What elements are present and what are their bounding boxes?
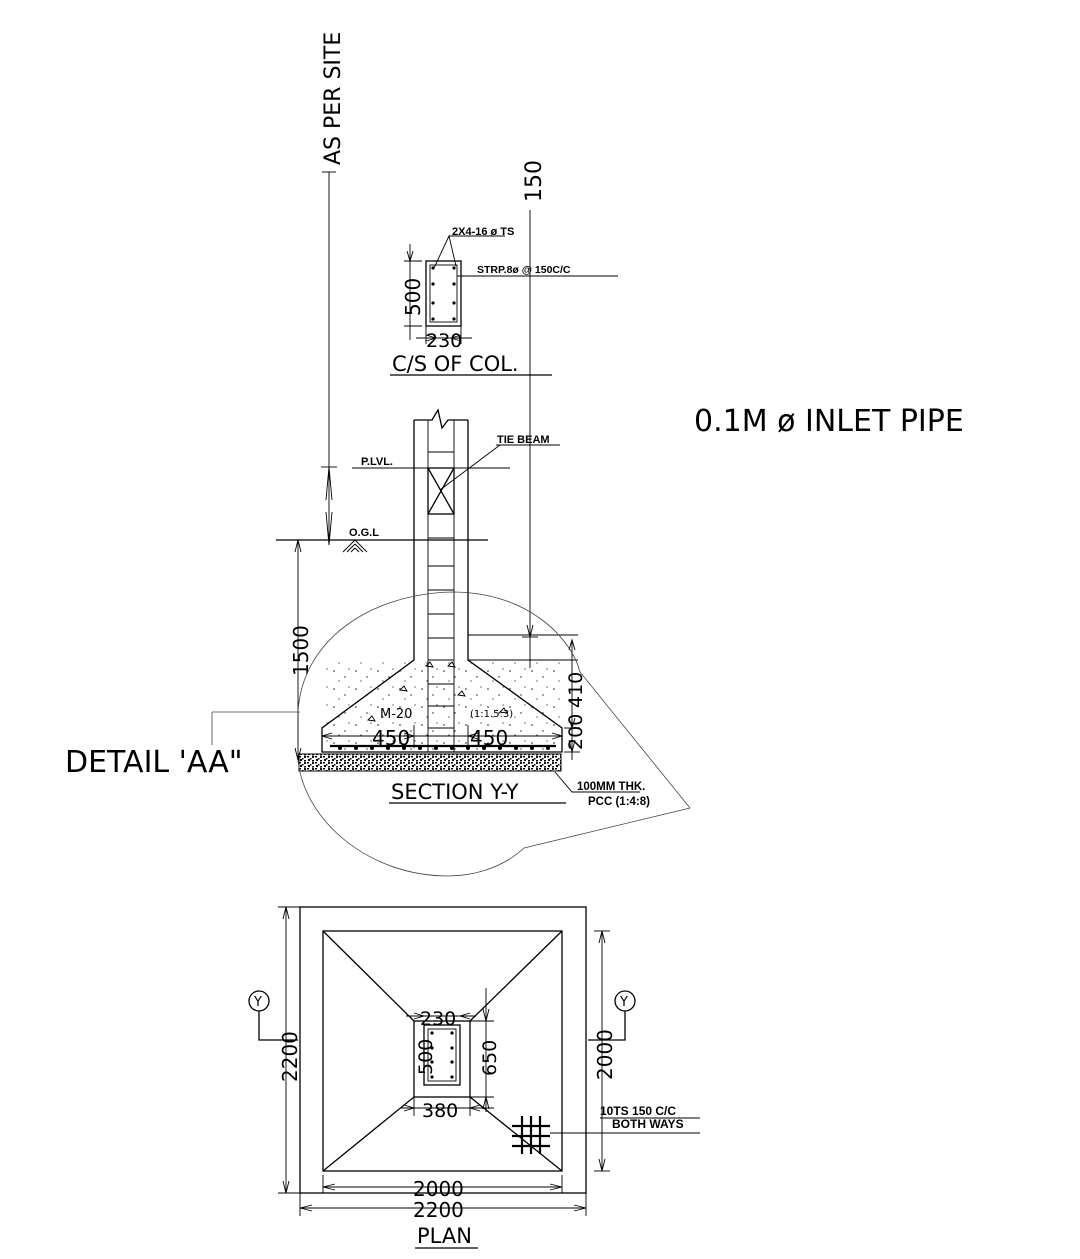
footing-plan: 230 500 650 380 10TS 150 C/C BOTH WAYS: [248, 906, 700, 1249]
section-marker-right: Y: [588, 990, 636, 1041]
plan-inner-width-label: 2000: [413, 1177, 464, 1201]
plan-outer-width-label: 2200: [413, 1198, 464, 1222]
tie-beam-label: TIE BEAM: [497, 434, 550, 446]
pcc-mix-label: PCC (1:4:8): [588, 796, 650, 808]
plan-title: PLAN: [417, 1224, 472, 1248]
col-width-label: 230: [426, 330, 462, 352]
reinforcement-label-2: BOTH WAYS: [612, 1117, 684, 1131]
plan-col-depth-label: 500: [415, 1039, 437, 1075]
section-marker-left: Y: [248, 990, 298, 1041]
section-title: SECTION Y-Y: [391, 780, 519, 804]
detail-label: DETAIL 'AA": [65, 745, 243, 780]
col-depth-label: 500: [401, 278, 425, 316]
section-marker-right-label: Y: [619, 995, 628, 1010]
dimension-150: 150: [522, 160, 547, 668]
offset-left-label: 450: [372, 726, 410, 750]
rebar-grid-symbol: [512, 1116, 700, 1154]
col-section-title: C/S OF COL.: [392, 352, 519, 376]
bars-label: 2X4-16 ø TS: [452, 226, 514, 238]
as-per-site-dimension: AS PER SITE: [321, 32, 346, 546]
mix-ratio-label: (1:1.5:3): [470, 709, 513, 720]
bottom-bars: [338, 746, 550, 750]
dim-200-label: 200: [565, 714, 587, 750]
pcc-thickness-label: 100MM THK.: [577, 781, 645, 793]
as-per-site-label: AS PER SITE: [321, 32, 346, 165]
plinth-level-label: P.LVL.: [361, 456, 393, 468]
pedestal-depth-label: 650: [479, 1040, 501, 1076]
dim-150-label: 150: [522, 160, 547, 202]
column-cross-section: 2X4-16 ø TS STRP.8ø @ 150C/C 500 230 C/S…: [390, 226, 618, 376]
footing-section: TIE BEAM P.LVL. O.G.L M-20 (1:1.5:3): [276, 408, 650, 808]
reinforcement-label-1: 10TS 150 C/C: [600, 1104, 676, 1118]
plan-inner-height-label: 2000: [593, 1029, 617, 1080]
pcc-bed: [298, 753, 562, 772]
ground-level-label: O.G.L: [349, 527, 379, 539]
detail-callout: DETAIL 'AA": [65, 591, 691, 877]
offset-right-label: 450: [470, 726, 508, 750]
concrete-grade-label: M-20: [380, 707, 412, 722]
dim-410-label: 410: [565, 672, 587, 708]
plan-col-width-label: 230: [420, 1008, 456, 1030]
inlet-pipe-label: 0.1M ø INLET PIPE: [694, 404, 964, 439]
stirrups-label: STRP.8ø @ 150C/C: [477, 264, 571, 276]
depth-1500-label: 1500: [289, 625, 313, 676]
section-marker-left-label: Y: [253, 995, 262, 1010]
pedestal-width-label: 380: [422, 1100, 458, 1122]
plan-outer-height-label: 2200: [278, 1031, 302, 1082]
